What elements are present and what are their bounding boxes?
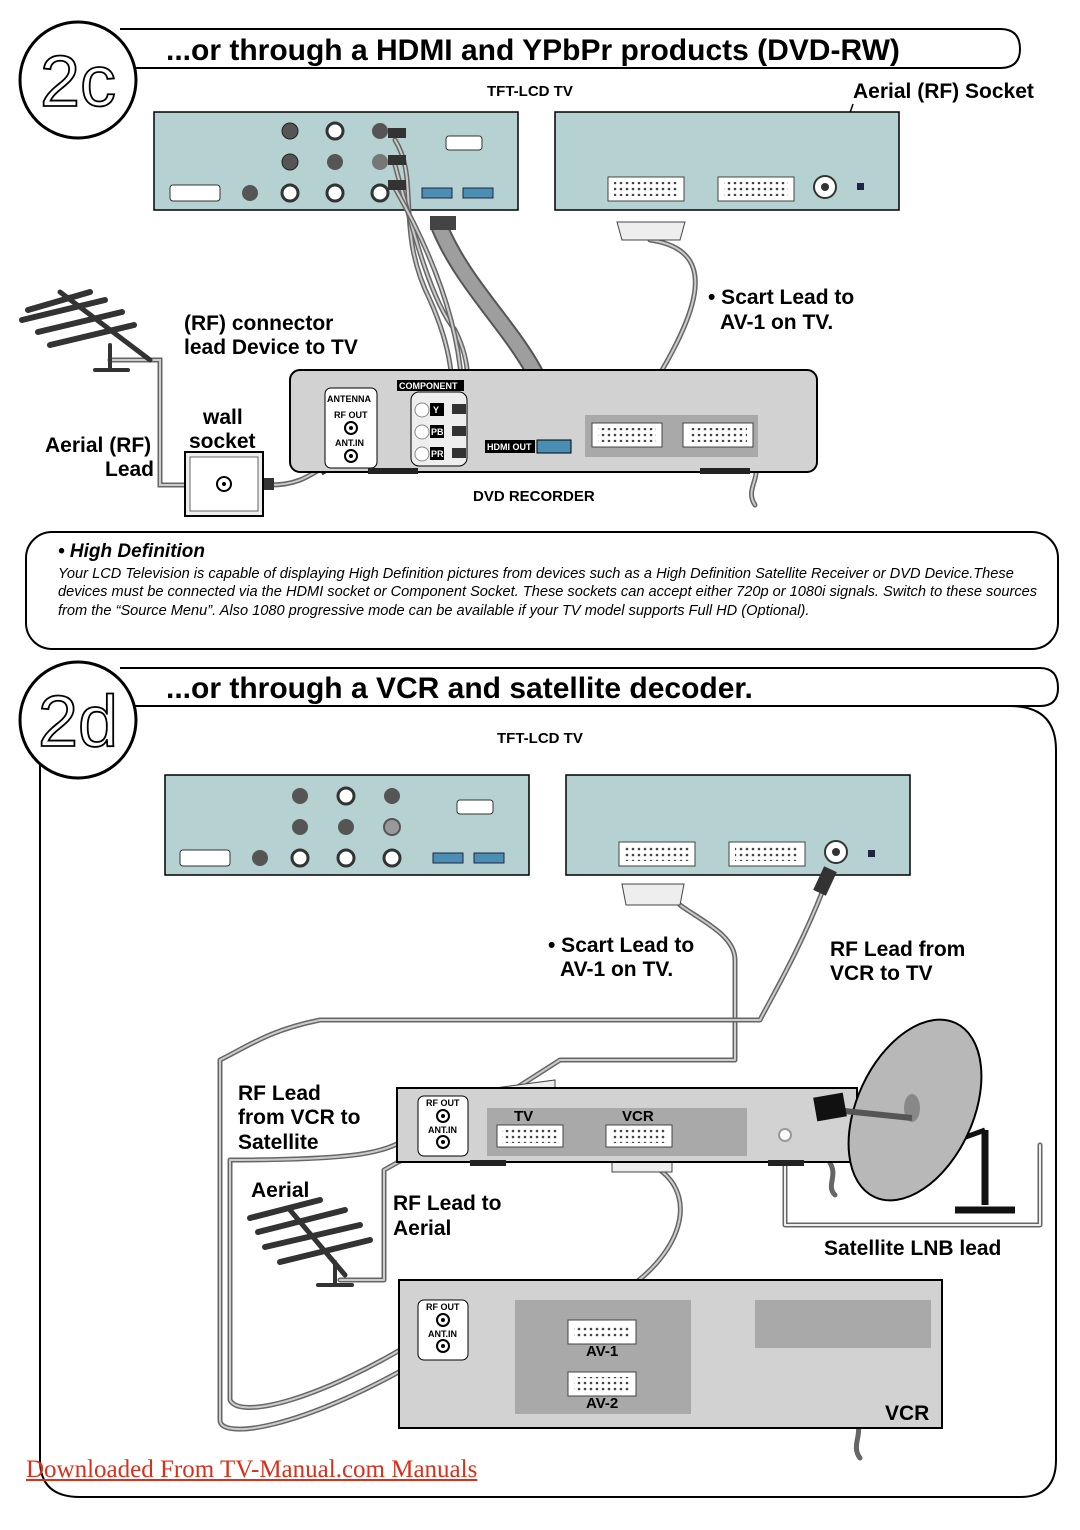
rf-lead-vcr-tv-label-line1: RF Lead from (830, 938, 965, 961)
vcr-rf-out-label: RF OUT (426, 1302, 460, 1312)
dvd-hdmi-out-bg (485, 440, 535, 453)
dvd-antenna-label: ANTENNA (327, 394, 371, 404)
tv-sockets-2c (169, 121, 864, 203)
section-2d-frame (39, 667, 1060, 1498)
satellite-lnb-label: Satellite LNB lead (824, 1237, 1001, 1260)
scart-lead-label-2c-line2: AV-1 on TV. (720, 311, 833, 334)
scart-lead-label-2d-line2: AV-1 on TV. (560, 958, 673, 981)
tv-label-2c: TFT-LCD TV (487, 83, 573, 100)
section-badge-2d (18, 660, 138, 780)
dvd-pb-label: PB (431, 427, 444, 437)
high-definition-note: • High Definition Your LCD Television is… (58, 541, 1043, 620)
satellite-dish (813, 1018, 1015, 1214)
high-definition-body: Your LCD Television is capable of displa… (58, 566, 1038, 619)
sat-vcr-scart-label: VCR (622, 1108, 654, 1125)
dvd-pr-label: PR (431, 449, 444, 459)
section-number-2c: 2c (40, 42, 116, 122)
footer-download-link[interactable]: Downloaded From TV-Manual.com Manuals (26, 1456, 478, 1483)
dvd-hdmi-out-label: HDMI OUT (487, 442, 532, 452)
scart-lead-label-2d-line1: • Scart Lead to (548, 934, 694, 957)
rf-lead-vcr-tv-label-line2: VCR to TV (830, 962, 933, 985)
section-2d: 2d ...or through a VCR and satellite dec… (18, 660, 1060, 1498)
aerial-lead-label-line2: Lead (105, 458, 154, 481)
title-banner-2c (120, 28, 1022, 69)
wall-socket-label-line1: wall (202, 406, 243, 429)
high-definition-title: • High Definition (58, 541, 206, 562)
dvd-ant-in-label: ANT.IN (335, 438, 364, 448)
vcr-label: VCR (885, 1402, 929, 1425)
scart-lead-label-2c-line1: • Scart Lead to (708, 286, 854, 309)
tv-label-2d: TFT-LCD TV (497, 730, 583, 747)
sat-rf-out-label: RF OUT (426, 1098, 460, 1108)
dvd-component-label-bg (397, 380, 464, 391)
wall-socket-label-line2: socket (189, 430, 256, 453)
dvd-rf-out-label: RF OUT (334, 410, 368, 420)
section-title-2c: ...or through a HDMI and YPbPr products … (166, 34, 900, 67)
rf-lead-aerial-label-line1: RF Lead to (393, 1192, 502, 1215)
cables-2d (217, 882, 1043, 1461)
section-2c: 2c ...or through a HDMI and YPbPr produc… (18, 20, 1034, 517)
vcr-cassette-slot (755, 1300, 931, 1348)
high-definition-box (25, 531, 1059, 650)
rf-lead-aerial-label-line2: Aerial (393, 1217, 451, 1240)
rf-connector-label-line1: (RF) connector (184, 312, 333, 335)
aerial-antenna-2d (247, 1197, 373, 1287)
dvd-component-label: COMPONENT (399, 381, 458, 391)
vcr-ant-in-label: ANT.IN (428, 1329, 457, 1339)
rf-lead-satellite-label-line1: RF Lead (238, 1082, 321, 1105)
sat-tv-scart-label: TV (514, 1108, 533, 1125)
vcr-rf-panel (417, 1299, 469, 1361)
aerial-socket-label: Aerial (RF) Socket (853, 80, 1034, 103)
rf-lead-satellite-label-line2: from VCR to (238, 1106, 361, 1129)
section-title-2d: ...or through a VCR and satellite decode… (166, 672, 753, 705)
vcr-av2-label: AV-2 (586, 1395, 618, 1412)
rf-connector-label-line2: lead Device to TV (184, 336, 358, 359)
section-number-2d: 2d (38, 682, 118, 762)
dvd-recorder-label: DVD RECORDER (473, 488, 595, 505)
aerial-lead-label-line1: Aerial (RF) (45, 434, 151, 457)
aerial-antenna-2c (19, 289, 153, 372)
rf-lead-satellite-label-line3: Satellite (238, 1131, 319, 1154)
tv-sockets-2d (179, 786, 875, 868)
dvd-y-label: Y (433, 405, 439, 415)
sat-ant-in-label: ANT.IN (428, 1125, 457, 1135)
aerial-label-2d: Aerial (251, 1179, 309, 1202)
section-badge-2c (18, 20, 138, 140)
vcr-av1-label: AV-1 (586, 1343, 618, 1360)
sat-rf-panel (417, 1095, 469, 1157)
